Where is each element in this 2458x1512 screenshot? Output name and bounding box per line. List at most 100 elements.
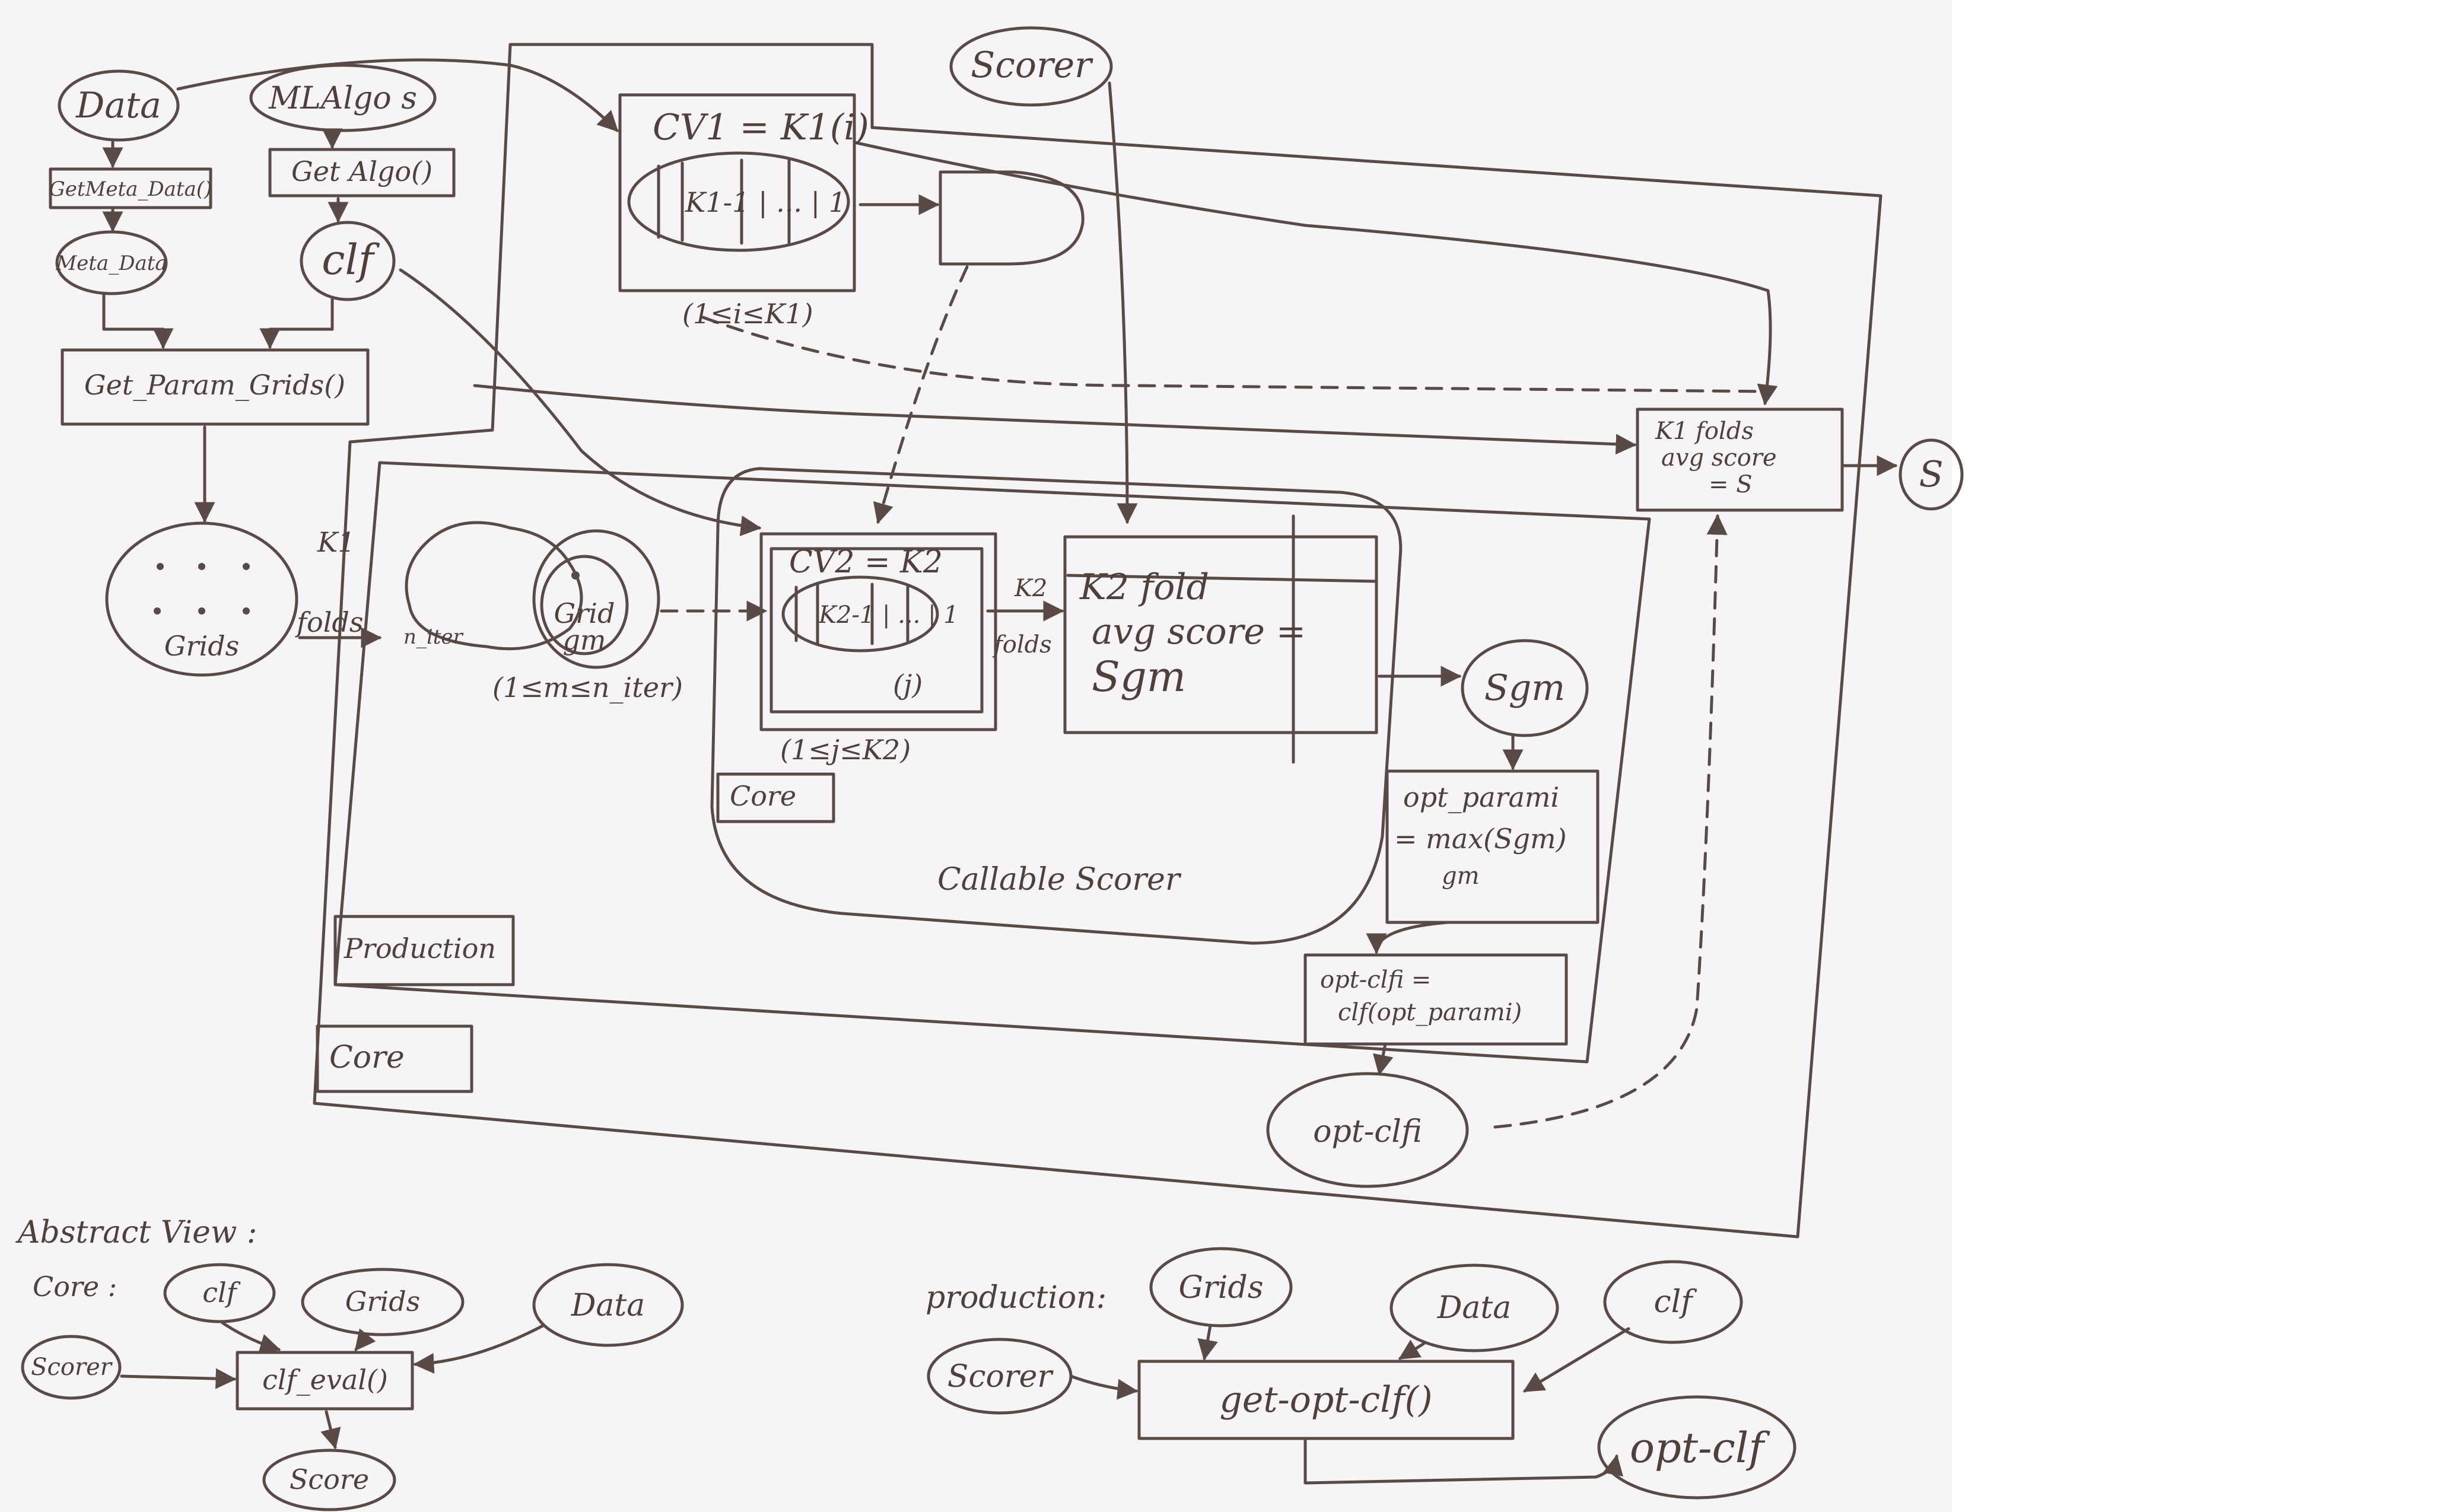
k2-folds-label: folds <box>992 631 1052 658</box>
inner-cv-inner-box <box>769 547 984 714</box>
outer-cv-folds: K1-1 | ... | 1 <box>685 186 846 218</box>
get-param-grids-box <box>61 348 370 426</box>
abstract-core-label: Core : <box>33 1271 117 1303</box>
get-algo-label: Get Algo() <box>291 155 433 187</box>
core-grids-label: Grids <box>345 1285 421 1317</box>
k1-avg-line-2: avg score <box>1661 444 1777 472</box>
inner-cv-range: (1≤j≤K2) <box>780 734 911 766</box>
callable-scorer-label: Callable Scorer <box>937 862 1182 897</box>
core-outer-label: Core <box>329 1040 405 1075</box>
callable-scorer-region <box>710 467 1403 945</box>
core-data-label: Data <box>571 1288 645 1323</box>
core-clf-node <box>163 1263 276 1323</box>
abstract-production-label: production: <box>926 1280 1106 1316</box>
prod-clf-node <box>1603 1260 1743 1344</box>
grids-node <box>105 521 298 677</box>
k2-avg-line-2: avg score = <box>1092 611 1306 652</box>
opt-clf-line-2: clf(opt_parami) <box>1338 999 1522 1026</box>
s-gm-node <box>1461 639 1589 737</box>
production-label: Production <box>344 932 496 965</box>
core-inner-label-box <box>716 772 835 823</box>
opt-param-line-1: opt_parami <box>1403 781 1559 813</box>
outer-cv-box <box>618 93 856 292</box>
grid-points <box>154 563 250 615</box>
k1-arrow-label: K1 <box>317 526 355 558</box>
prod-opt-clf-node <box>1597 1395 1796 1500</box>
core-clf-label: clf <box>202 1277 240 1309</box>
opt-param-line-2: = max(Sgm) <box>1394 823 1567 855</box>
inner-fold-dividers <box>794 582 910 645</box>
k1-avg-line-1: K1 folds <box>1655 418 1754 445</box>
core-score-node <box>262 1449 396 1511</box>
outer-cv-folds-ellipse <box>627 151 850 252</box>
data-label: Data <box>75 85 161 126</box>
inner-cv-title: CV2 = K2 <box>789 545 943 580</box>
prod-data-node <box>1389 1263 1559 1352</box>
clf-eval-label: clf_eval() <box>262 1364 388 1396</box>
k1-avg-score-box <box>1636 408 1844 512</box>
get-opt-clf-box <box>1137 1360 1515 1440</box>
prod-grids-node <box>1149 1247 1293 1328</box>
final-s-label: S <box>1919 454 1943 495</box>
prod-scorer-label: Scorer <box>947 1359 1054 1395</box>
outer-cv-range: (1≤i≤K1) <box>682 298 813 330</box>
k1-avg-line-3: = S <box>1709 471 1753 498</box>
prod-opt-clf-label: opt-clf <box>1630 1424 1770 1472</box>
meta-data-label: Meta_Data <box>55 252 167 275</box>
k2-avg-score-box <box>1063 535 1378 734</box>
s-gm-label: Sgm <box>1484 667 1565 709</box>
opt-clf-i-label: opt-clfi <box>1313 1114 1422 1150</box>
production-label-box <box>333 915 515 986</box>
gm-range-label: (1≤m≤n_iter) <box>492 671 683 704</box>
inner-cv-folds: K2-1 | ... | 1 <box>818 601 959 629</box>
grid-gm-label: Grid <box>554 597 615 629</box>
k2-avg-score-frame <box>1066 514 1378 764</box>
get-opt-clf-label: get-opt-clf() <box>1219 1379 1432 1421</box>
core-score-label: Score <box>290 1463 369 1495</box>
inner-cv-index: (j) <box>893 669 923 701</box>
n-iter-blob <box>405 521 583 651</box>
data-node <box>58 69 180 142</box>
core-outer-label-box <box>316 1024 473 1093</box>
k1-folds-label: folds <box>295 606 363 638</box>
get-algo-box <box>268 148 456 198</box>
k2-avg-line-3: Sgm <box>1092 652 1186 701</box>
core-inner-label: Core <box>730 780 796 812</box>
grid-gm-outer-ellipse <box>532 529 660 669</box>
dashed-flow-arrows <box>660 265 1773 1129</box>
grids-label: Grids <box>164 630 240 662</box>
grid-gm-subscript: gm <box>562 624 606 656</box>
final-s-node <box>1899 438 1964 511</box>
ml-algos-label: MLAlgo s <box>268 81 417 116</box>
flow-arrows <box>102 58 1898 1076</box>
abstract-view-title: Abstract View : <box>15 1215 257 1250</box>
grid-gm-ellipse <box>540 555 629 655</box>
opt-param-line-3: gm <box>1442 862 1480 890</box>
n-iter-label: n_iter <box>403 625 464 649</box>
prod-data-label: Data <box>1437 1290 1512 1326</box>
scorer-node <box>949 26 1113 107</box>
ml-algos-node <box>249 63 437 132</box>
prod-grids-label: Grids <box>1179 1270 1264 1306</box>
scorer-label: Scorer <box>971 44 1093 86</box>
core-scorer-node <box>21 1335 122 1400</box>
clf-label: clf <box>322 235 380 284</box>
grid-gm-point <box>571 571 580 580</box>
get-meta-data-label: GetMeta_Data() <box>49 177 212 201</box>
clf-eval-box <box>236 1351 414 1411</box>
get-param-grids-label: Get_Param_Grids() <box>84 369 345 401</box>
core-grids-node <box>301 1268 465 1336</box>
inner-cv-box <box>759 532 997 731</box>
prod-clf-label: clf <box>1654 1284 1697 1320</box>
k2-avg-line-1: K2 fold <box>1079 566 1209 608</box>
paper-sheet <box>0 0 1952 1512</box>
production-region <box>333 461 1651 1064</box>
core-outer-region <box>313 43 1883 1239</box>
opt-clf-line-1: opt-clfi = <box>1320 966 1431 994</box>
scorer-fold-shape <box>939 170 1085 266</box>
opt-clf-i-node <box>1266 1072 1469 1188</box>
k2-arrow-label: K2 <box>1014 575 1047 602</box>
get-meta-data-box <box>49 167 212 209</box>
